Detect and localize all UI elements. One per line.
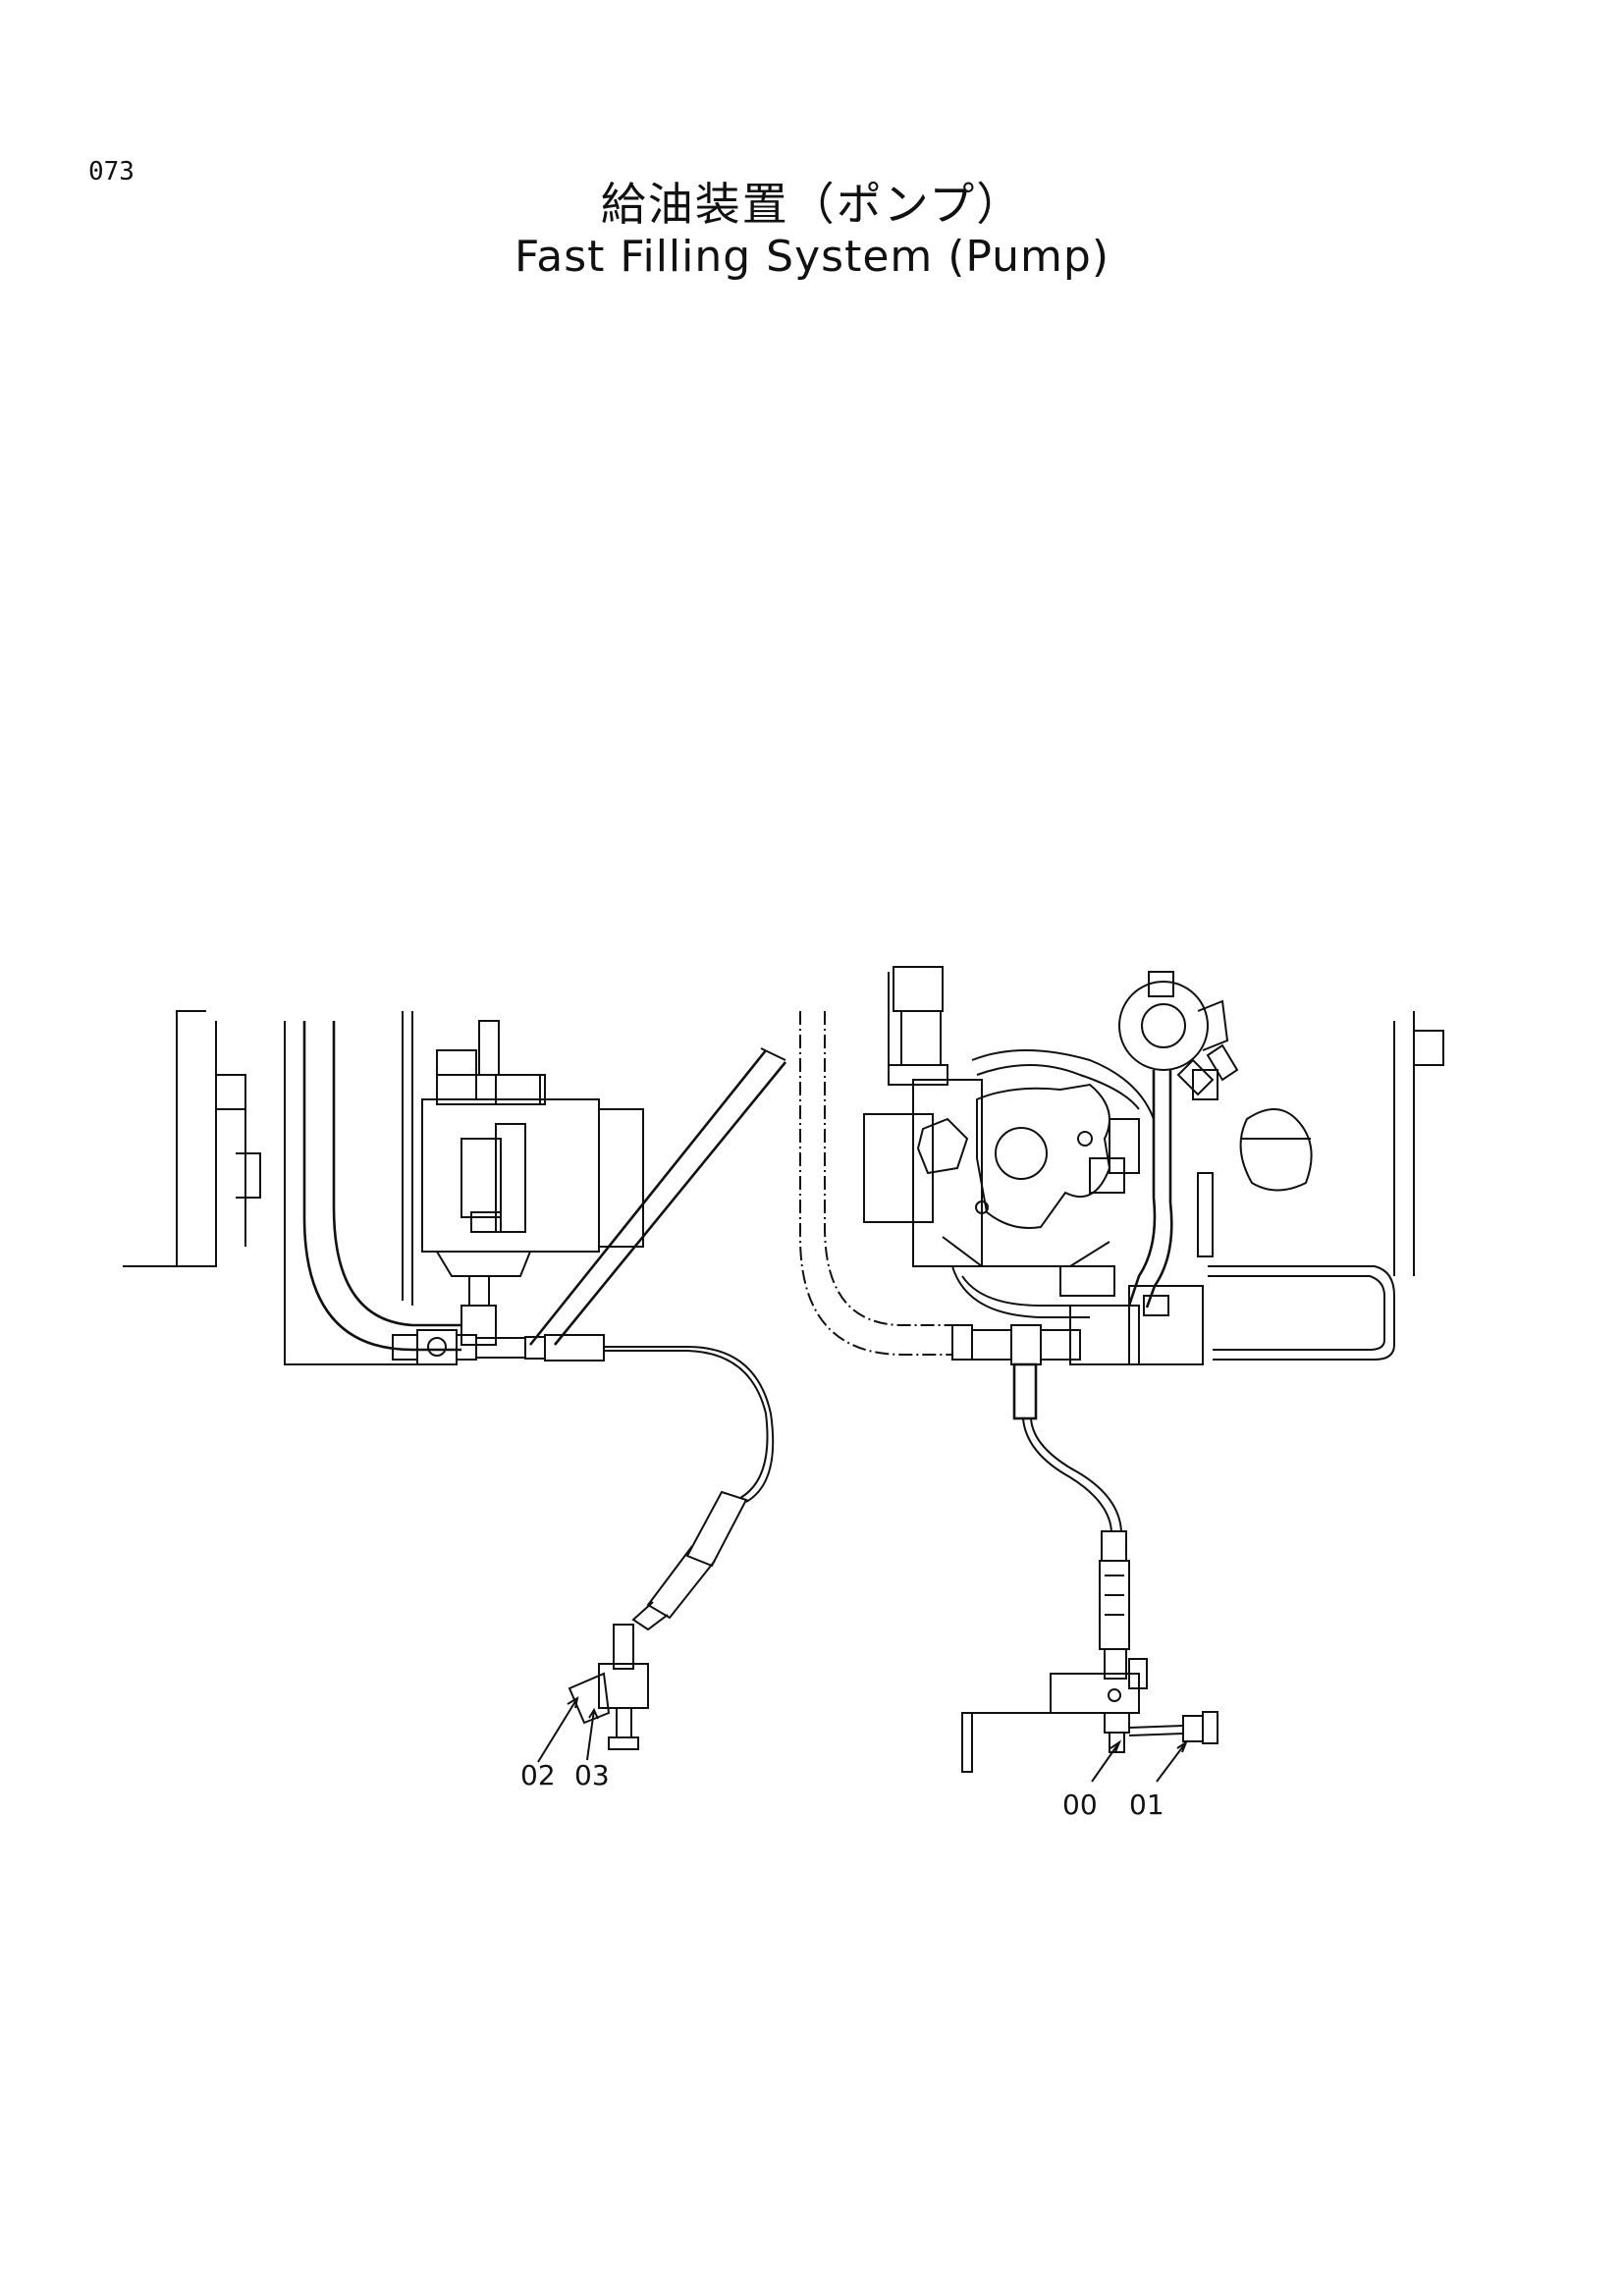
page-number: 073 — [88, 157, 135, 187]
callout-00-label: 00 — [1062, 1789, 1098, 1821]
right-pump-assembly-view: 00 01 — [799, 966, 1444, 1821]
callout-03-label: 03 — [574, 1759, 610, 1791]
callout-01-label: 01 — [1129, 1789, 1164, 1821]
page-title-japanese: 給油装置（ポンプ） — [600, 178, 1024, 231]
page-title-english: Fast Filling System (Pump) — [514, 232, 1110, 282]
callout-02-label: 02 — [520, 1759, 556, 1791]
left-pump-assembly-view: 02 03 — [123, 1010, 787, 1791]
